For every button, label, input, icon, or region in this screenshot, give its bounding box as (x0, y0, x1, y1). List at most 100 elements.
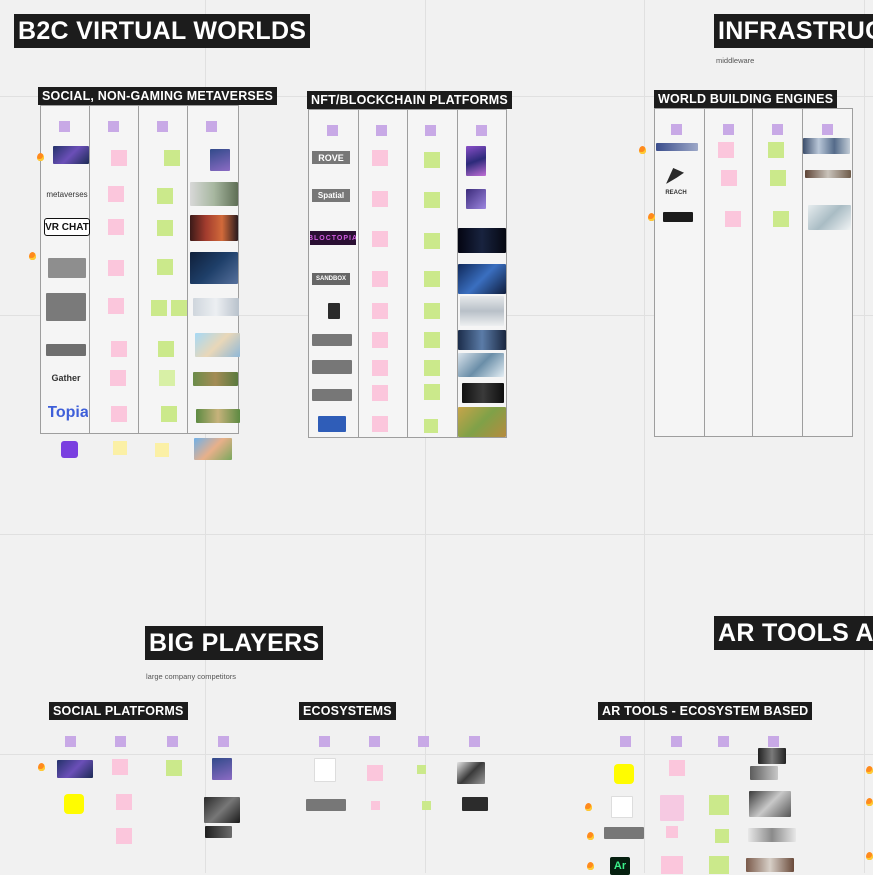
platform-thumbnail[interactable] (190, 215, 238, 241)
ar-tools-ecosystem-title[interactable]: AR TOOLS - ECOSYSTEM BASED (598, 702, 813, 720)
sticky-note-green[interactable] (158, 341, 174, 357)
sticky-note-pink[interactable] (108, 260, 124, 276)
sticky-note-yellow[interactable] (155, 443, 169, 457)
sticky-note-green[interactable] (768, 142, 784, 158)
platform-logo[interactable] (318, 416, 346, 432)
sticky-note-yellow[interactable] (113, 441, 127, 455)
sticky-note-green[interactable] (770, 170, 786, 186)
ecosystems-title[interactable]: ECOSYSTEMS (299, 702, 396, 720)
sticky-note-pink[interactable] (718, 142, 734, 158)
vrchat-logo[interactable]: VR CHAT (44, 218, 90, 236)
sticky-note-green[interactable] (164, 150, 180, 166)
sticky-note-green[interactable] (424, 233, 440, 249)
sticky-note-pink[interactable] (371, 801, 380, 810)
sticky-note-pink[interactable] (372, 191, 388, 207)
column-header-sticky[interactable] (319, 736, 330, 747)
spatial-logo[interactable]: Spatial (312, 189, 350, 202)
platform-thumbnail[interactable] (466, 146, 486, 176)
sticky-note-green[interactable] (424, 303, 440, 319)
column-header-sticky[interactable] (157, 121, 168, 132)
sticky-note-pink[interactable] (372, 150, 388, 166)
sticky-note-pink[interactable] (372, 332, 388, 348)
platform-logo[interactable] (48, 258, 86, 278)
social-metaverses-title[interactable]: SOCIAL, NON-GAMING METAVERSES (38, 87, 278, 105)
platform-thumbnail[interactable] (212, 758, 232, 780)
infrastructure-title[interactable]: INFRASTRUCTURE (714, 14, 873, 48)
platform-thumbnail[interactable] (803, 138, 850, 154)
platform-thumbnail[interactable] (750, 766, 778, 780)
platform-thumbnail[interactable] (458, 228, 506, 253)
sticky-note-pink[interactable] (372, 231, 388, 247)
sticky-note-pink[interactable] (721, 170, 737, 186)
column-header-sticky[interactable] (376, 125, 387, 136)
platform-thumbnail[interactable] (458, 407, 506, 437)
sticky-note-green[interactable] (422, 801, 431, 810)
sticky-note-green[interactable] (157, 259, 173, 275)
column-header-sticky[interactable] (59, 121, 70, 132)
platform-logo[interactable] (312, 389, 352, 401)
sticky-note-green[interactable] (709, 856, 729, 874)
sticky-note-pink[interactable] (116, 828, 132, 844)
social-platforms-title[interactable]: SOCIAL PLATFORMS (49, 702, 188, 720)
column-header-sticky[interactable] (620, 736, 631, 747)
sticky-note-pink[interactable] (725, 211, 741, 227)
sticky-note-green[interactable] (166, 760, 182, 776)
platform-logo[interactable] (61, 441, 78, 458)
sticky-note-pink[interactable] (372, 303, 388, 319)
sticky-note-pink[interactable] (372, 271, 388, 287)
platform-thumbnail[interactable] (758, 748, 786, 764)
platform-thumbnail[interactable] (457, 762, 485, 784)
world-building-engines-title[interactable]: WORLD BUILDING ENGINES (654, 90, 838, 108)
platform-thumbnail[interactable] (196, 409, 240, 423)
ar-tools-title[interactable]: AR TOOLS AND (714, 616, 873, 650)
sticky-note-green[interactable] (417, 765, 426, 774)
sticky-note-green[interactable] (424, 332, 440, 348)
column-header-sticky[interactable] (469, 736, 480, 747)
platform-thumbnail[interactable] (204, 797, 240, 823)
apple-logo-icon[interactable] (314, 758, 336, 782)
platform-thumbnail[interactable] (466, 189, 486, 209)
column-header-sticky[interactable] (418, 736, 429, 747)
column-header-sticky[interactable] (822, 124, 833, 135)
platform-thumbnail[interactable] (805, 170, 851, 178)
platform-thumbnail[interactable] (458, 264, 506, 294)
sticky-note-pink[interactable] (669, 760, 685, 776)
sticky-note-green[interactable] (157, 220, 173, 236)
sticky-note-pink[interactable] (372, 385, 388, 401)
platform-logo[interactable] (604, 827, 644, 839)
platform-thumbnail[interactable] (53, 146, 89, 164)
sticky-note-green[interactable] (709, 795, 729, 815)
sticky-note-pink[interactable] (116, 794, 132, 810)
platform-logo[interactable] (656, 143, 698, 151)
platform-logo[interactable] (611, 796, 633, 818)
bloctopia-logo[interactable]: BLOCTOPIA (310, 231, 356, 245)
platform-logo[interactable] (663, 212, 693, 222)
platform-thumbnail[interactable] (205, 826, 232, 838)
column-header-sticky[interactable] (476, 125, 487, 136)
column-header-sticky[interactable] (327, 125, 338, 136)
platform-logo[interactable] (312, 334, 352, 346)
platform-thumbnail[interactable] (193, 298, 239, 316)
column-header-sticky[interactable] (425, 125, 436, 136)
platform-thumbnail[interactable] (746, 858, 794, 872)
world-building-engines-board[interactable] (654, 108, 853, 437)
adobe-aero-logo[interactable]: Ar (610, 857, 630, 875)
column-header-sticky[interactable] (167, 736, 178, 747)
sandbox-logo[interactable]: SANDBOX (312, 273, 350, 285)
platform-thumbnail[interactable] (195, 333, 240, 357)
sticky-note-pink[interactable] (112, 759, 128, 775)
column-header-sticky[interactable] (65, 736, 76, 747)
column-header-sticky[interactable] (369, 736, 380, 747)
platform-thumbnail[interactable] (190, 252, 238, 284)
column-header-sticky[interactable] (723, 124, 734, 135)
sticky-note-pink[interactable] (661, 856, 683, 874)
sticky-note-pink[interactable] (372, 416, 388, 432)
sticky-note-pink[interactable] (372, 360, 388, 376)
sticky-note-pink[interactable] (108, 219, 124, 235)
platform-logo[interactable] (46, 293, 86, 321)
sticky-note-pink[interactable] (111, 341, 127, 357)
platform-logo[interactable] (306, 799, 346, 811)
sticky-note-pink[interactable] (108, 186, 124, 202)
sticky-note-green[interactable] (715, 829, 729, 843)
column-header-sticky[interactable] (671, 736, 682, 747)
